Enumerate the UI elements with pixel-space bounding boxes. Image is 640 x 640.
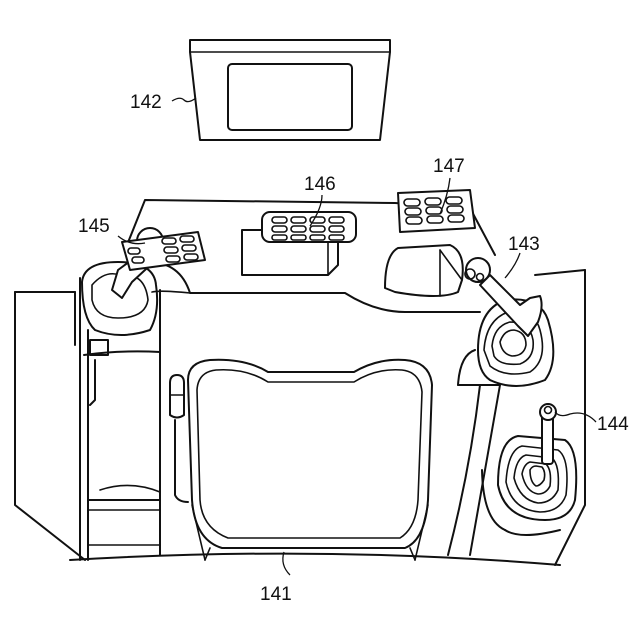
center-panel [242,212,356,275]
label-display: 142 [130,92,162,113]
label-right-panel: 147 [433,156,465,177]
display-monitor [190,40,390,140]
seat [188,360,432,560]
floor-lever [170,375,188,502]
label-joystick: 144 [597,414,629,435]
left-lever [82,228,205,335]
right-panel [385,190,475,296]
right-lever [465,258,553,386]
label-right-lever: 143 [508,234,540,255]
left-console [80,278,160,560]
label-center-panel: 146 [304,174,336,195]
label-seat: 141 [260,584,292,605]
label-left-lever: 145 [78,216,110,237]
joystick [498,404,576,520]
